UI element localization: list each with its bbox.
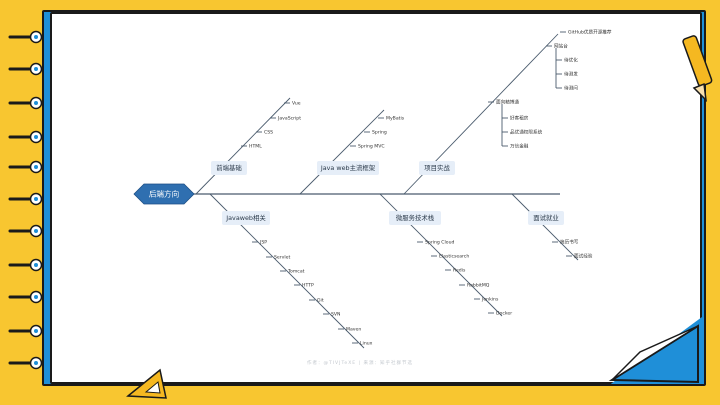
- leaf-label: Vue: [292, 101, 301, 107]
- leaf-label: Git: [317, 298, 324, 304]
- root-node-label: 后端方向: [149, 189, 179, 199]
- branch-node-label: Javaweb相关: [225, 213, 266, 222]
- spiral-ring: [8, 356, 43, 370]
- leaf-label: JavaScript: [277, 116, 301, 122]
- leaf-label: Redis: [453, 268, 466, 274]
- leaf-label: Linux: [360, 341, 373, 347]
- spiral-ring: [8, 30, 43, 44]
- branch-node: [211, 161, 247, 175]
- spiral-ring: [8, 324, 43, 338]
- leaf-label: HTTP: [302, 283, 314, 289]
- leaf-label: GitHub优质开源推荐: [568, 29, 612, 36]
- spiral-ring: [8, 130, 43, 144]
- branch-line: [511, 193, 579, 261]
- footer-credit: 作者：@TIVJTeXE | 来源：知乎社群节选: [306, 361, 414, 366]
- leaf-label: 好客租房: [510, 115, 529, 122]
- leaf-label: Jenkins: [481, 297, 499, 303]
- spiral-ring: [8, 160, 43, 174]
- leaf-label: SVN: [331, 312, 341, 318]
- leaf-label: Spring MVC: [358, 144, 385, 150]
- leaf-label: 简历书写: [560, 239, 579, 246]
- leaf-label: Tomcat: [287, 269, 305, 275]
- spiral-ring: [8, 290, 43, 304]
- spiral-ring: [8, 258, 43, 272]
- leaf-label: 万信金融: [510, 143, 529, 150]
- leaf-label: Docker: [496, 311, 512, 317]
- spiral-ring: [8, 224, 43, 238]
- branch-node: [419, 161, 455, 175]
- leaf-label: 面试经验: [574, 253, 593, 260]
- branch-node: [317, 161, 379, 175]
- leaf-label: RabbitMQ: [467, 283, 490, 289]
- leaf-label: Spring Cloud: [425, 240, 454, 246]
- leaf-label: 待测发: [564, 71, 578, 78]
- branch-node-label: 面试就业: [533, 213, 559, 222]
- leaf-label: Elasticsearch: [439, 254, 469, 260]
- branch-node-label: Java web主流框架: [320, 163, 376, 172]
- leaf-label: HTML: [249, 144, 262, 150]
- leaf-label: 待测问: [564, 85, 578, 92]
- branch-node-label: 项目实战: [424, 163, 450, 172]
- group-label: 面向精博通: [496, 99, 519, 106]
- leaf-label: MyBatis: [386, 116, 405, 122]
- spiral-ring: [8, 192, 43, 206]
- spiral-ring: [8, 62, 43, 76]
- branch-node-label: 前端基础: [216, 163, 242, 172]
- spiral-ring: [8, 96, 43, 110]
- group-label: 网站台: [554, 43, 568, 50]
- leaf-label: Maven: [346, 327, 361, 333]
- leaf-label: Servlet: [274, 255, 290, 261]
- branch-node: [389, 211, 441, 225]
- leaf-label: Spring: [372, 130, 387, 136]
- branch-node: [222, 211, 270, 225]
- leaf-label: JSP: [259, 240, 267, 246]
- leaf-label: 品优通权限系统: [510, 129, 543, 136]
- leaf-label: 待优化: [564, 57, 578, 64]
- branch-node-label: 微服务技术栈: [396, 213, 435, 222]
- branch-node: [528, 211, 564, 225]
- leaf-label: CSS: [264, 130, 273, 136]
- branch-line: [299, 109, 385, 195]
- root-node: [133, 183, 195, 205]
